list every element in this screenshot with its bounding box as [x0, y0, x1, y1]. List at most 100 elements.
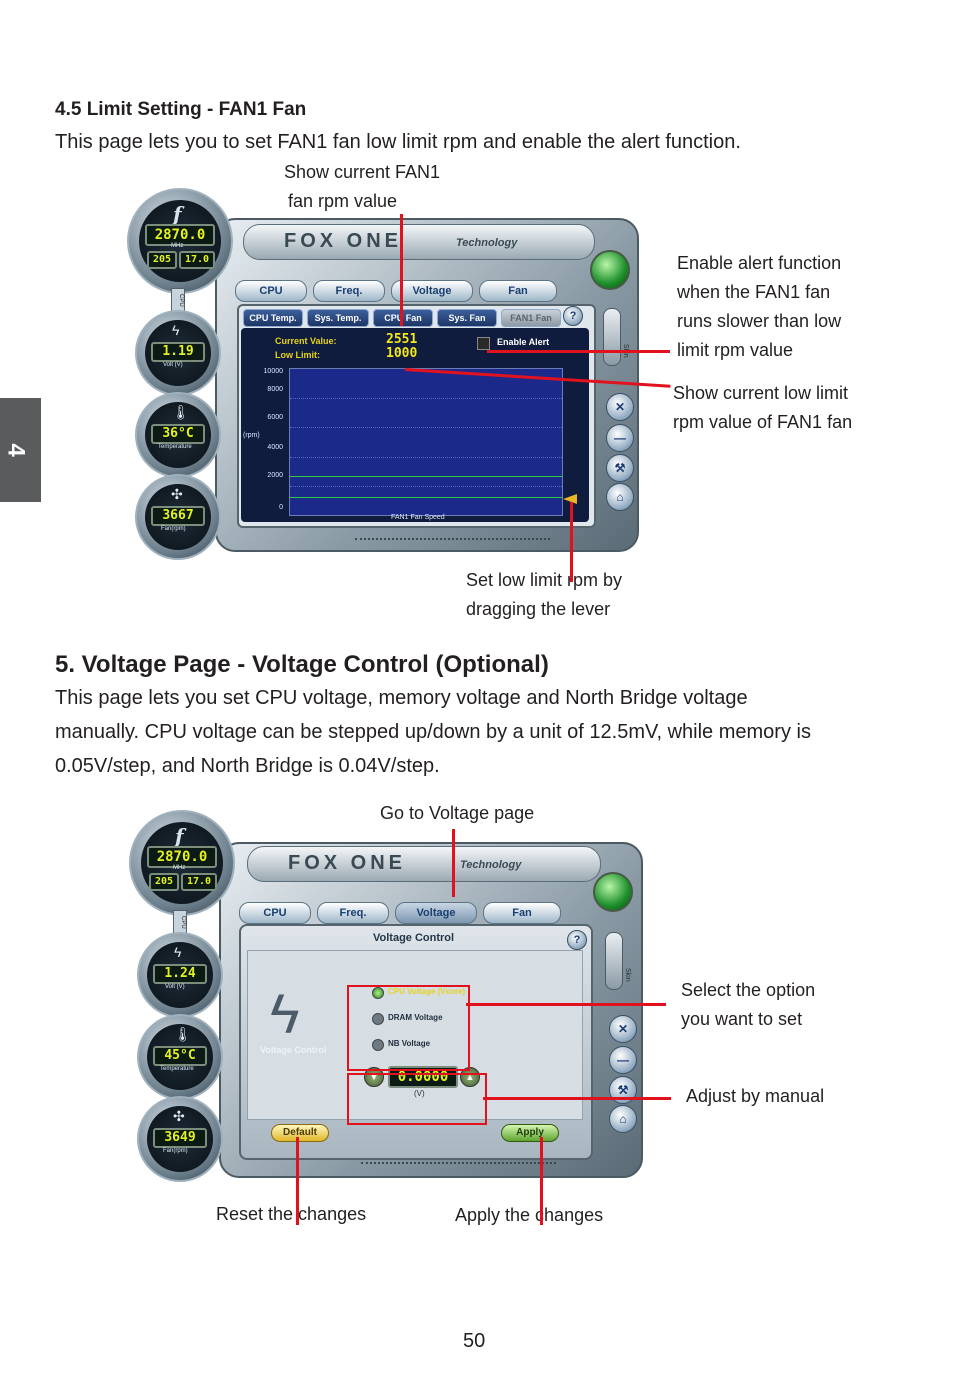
- apply-button[interactable]: Apply: [501, 1124, 559, 1142]
- subtab-sys-fan[interactable]: Sys. Fan: [437, 309, 497, 327]
- callout-lever: Set low limit rpm by dragging the lever: [466, 570, 623, 619]
- section-heading-fan1: 4.5 Limit Setting - FAN1 Fan: [55, 99, 307, 120]
- enable-alert-checkbox[interactable]: [477, 337, 490, 350]
- section-heading-voltage: 5. Voltage Page - Voltage Control (Optio…: [55, 651, 549, 678]
- power-button[interactable]: [593, 872, 633, 912]
- volt-readout: 1.19: [151, 342, 205, 362]
- fox-logo-icon: f: [175, 824, 184, 848]
- help-icon[interactable]: ?: [567, 930, 587, 950]
- low-limit-readout: 1000: [386, 346, 418, 361]
- bottom-grill: [361, 1162, 556, 1172]
- fan-icon: ✣: [173, 1108, 185, 1124]
- temp-orb: 🌡 45°C Temperature: [137, 1014, 223, 1100]
- lightning-icon: ϟ: [270, 982, 300, 1045]
- x-axis-label: FAN1 Fan Speed: [391, 514, 445, 521]
- default-button[interactable]: Default: [271, 1124, 329, 1142]
- volt-orb: ϟ 1.24 Volt (V): [137, 932, 223, 1018]
- low-limit-lever[interactable]: [563, 494, 577, 504]
- voltage-unit: (V): [414, 1089, 425, 1098]
- callout-line-reset: [296, 1137, 299, 1225]
- home-icon[interactable]: ⌂: [606, 483, 634, 511]
- temp-readout: 36°C: [151, 424, 205, 444]
- skin-switch[interactable]: [605, 932, 623, 990]
- volt-readout: 1.24: [153, 964, 207, 984]
- subtab-fan1-fan[interactable]: FAN1 Fan: [501, 309, 561, 327]
- close-icon[interactable]: ✕: [609, 1015, 637, 1043]
- grid-line: [290, 485, 562, 487]
- fan-orb: ✣ 3667 Fan(rpm): [135, 474, 221, 560]
- app-logo-sub: Technology: [456, 237, 518, 249]
- bottom-grill: [355, 538, 550, 548]
- tab-cpu[interactable]: CPU: [239, 902, 311, 924]
- logo-bar: FOX ONE Technology: [243, 224, 595, 260]
- voltage-panel: Voltage Control ? ϟ Voltage Control CPU …: [239, 924, 593, 1160]
- fsb-readout: 205: [149, 873, 179, 891]
- grid-line: [290, 456, 562, 458]
- help-icon[interactable]: ?: [563, 306, 583, 326]
- callout-apply: Apply the changes: [455, 1205, 604, 1225]
- subtab-cpu-fan[interactable]: CPU Fan: [373, 309, 433, 327]
- tab-fan[interactable]: Fan: [483, 902, 561, 924]
- fan-graph-area: Current Value: 2551 Low Limit: 1000 Enab…: [241, 328, 589, 522]
- option-label: DRAM Voltage: [388, 1013, 443, 1022]
- callout-reset: Reset the changes: [216, 1204, 367, 1224]
- y-tick: 4000: [267, 444, 283, 451]
- y-tick: 10000: [263, 368, 283, 375]
- tab-voltage[interactable]: Voltage: [391, 280, 473, 302]
- fan-orb: ✣ 3649 Fan(rpm): [137, 1096, 223, 1182]
- low-limit-label: Low Limit:: [275, 350, 320, 360]
- close-icon[interactable]: ✕: [606, 393, 634, 421]
- increase-button[interactable]: ▲: [460, 1067, 480, 1087]
- freq-unit: MHz: [173, 865, 186, 871]
- tab-freq[interactable]: Freq.: [313, 280, 385, 302]
- callout-goto-voltage: Go to Voltage page: [380, 803, 535, 823]
- freq-unit: MHz: [171, 243, 184, 249]
- tab-voltage[interactable]: Voltage: [395, 902, 477, 924]
- temp-readout: 45°C: [153, 1046, 207, 1066]
- y-unit: (rpm): [243, 432, 260, 439]
- subtab-sys-temp[interactable]: Sys. Temp.: [307, 309, 369, 327]
- volt-orb: ϟ 1.19 Volt (V): [135, 310, 221, 396]
- subtab-cpu-temp[interactable]: CPU Temp.: [243, 309, 303, 327]
- home-icon[interactable]: ⌂: [609, 1105, 637, 1133]
- lightning-icon: ϟ: [172, 322, 180, 338]
- callout-low-limit: Show current low limit rpm value of FAN1…: [673, 383, 853, 432]
- callout-adjust: Adjust by manual: [686, 1086, 825, 1106]
- callout-box-options: [347, 985, 470, 1071]
- radio-selected-icon: [372, 987, 384, 999]
- multiplier-readout: 17.0: [179, 251, 215, 269]
- minimize-icon[interactable]: —: [606, 424, 634, 452]
- voltage-control-screenshot: FOX ONE Technology CPU Freq. Voltage Fan…: [127, 810, 662, 1190]
- logo-bar: FOX ONE Technology: [247, 846, 601, 882]
- thermometer-icon: 🌡: [174, 1026, 192, 1042]
- tab-cpu[interactable]: CPU: [235, 280, 307, 302]
- thermometer-icon: 🌡: [172, 404, 190, 420]
- y-tick: 6000: [267, 414, 283, 421]
- current-value-readout: 2551: [386, 332, 418, 347]
- fan-readout: 3667: [151, 506, 205, 526]
- power-button[interactable]: [590, 250, 630, 290]
- callout-enable-alert: Enable alert function when the FAN1 fan …: [677, 253, 842, 360]
- tools-icon[interactable]: ⚒: [606, 454, 634, 482]
- fan-panel: CPU Temp. Sys. Temp. CPU Fan Sys. Fan FA…: [237, 304, 596, 528]
- section-intro-fan1: This page lets you to set FAN1 fan low l…: [55, 131, 741, 153]
- chapter-number: 4: [2, 443, 30, 457]
- option-label: NB Voltage: [388, 1039, 431, 1048]
- decrease-button[interactable]: ▼: [364, 1067, 384, 1087]
- callout-box-adjust: [347, 1073, 487, 1125]
- cpu-badge: CPU: [171, 288, 185, 312]
- radio-icon: [372, 1039, 384, 1051]
- minimize-icon[interactable]: —: [609, 1046, 637, 1074]
- y-tick: 0: [279, 504, 283, 511]
- volt-label: Volt (V): [163, 362, 183, 368]
- fan-label: Fan(rpm): [163, 1148, 188, 1154]
- fan-readout: 3649: [153, 1128, 207, 1148]
- low-limit-line: [290, 475, 562, 477]
- app-logo-sub: Technology: [460, 859, 522, 871]
- skin-switch[interactable]: [603, 308, 621, 366]
- callout-line-adjust: [483, 1097, 671, 1100]
- multiplier-readout: 17.0: [181, 873, 217, 891]
- tab-fan[interactable]: Fan: [479, 280, 557, 302]
- tab-freq[interactable]: Freq.: [317, 902, 389, 924]
- fox-logo-icon: f: [173, 202, 182, 226]
